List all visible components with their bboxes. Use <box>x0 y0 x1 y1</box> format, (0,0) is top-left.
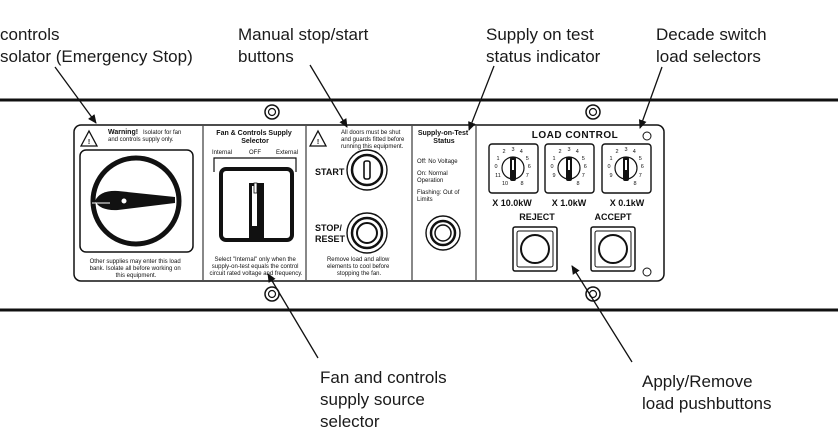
fan-selector-title: Fan & Controls Supply Selector <box>216 130 293 145</box>
dial-label-10kw: X 10.0kW <box>492 198 532 208</box>
arrow-manual-buttons <box>309 64 348 128</box>
screw-icon <box>585 104 601 120</box>
indicator-dot <box>642 131 652 141</box>
stop-reset-label: STOP/ RESET <box>315 223 346 244</box>
callout-isolator: controls solator (Emergency Stop) <box>0 25 193 66</box>
status-legend: Off: No Voltage On: Normal Operation Fla… <box>417 159 461 203</box>
start-button[interactable] <box>346 149 388 191</box>
screw-icon <box>264 286 280 302</box>
load-control-title: LOAD CONTROL <box>532 130 619 141</box>
selector-bracket <box>213 157 297 172</box>
supply-status-indicator <box>425 215 461 251</box>
reject-label: REJECT <box>519 212 555 222</box>
indicator-dot <box>642 267 652 277</box>
arrow-fan-selector <box>267 273 319 359</box>
start-label: START <box>315 167 345 177</box>
screw-icon <box>585 286 601 302</box>
dial-label-1kw: X 1.0kW <box>552 198 587 208</box>
callout-load-pushbuttons: Apply/Remove load pushbuttons <box>642 372 772 413</box>
arrow-supply-test <box>468 65 495 131</box>
svg-text:234 15 06 97: 234 15 06 97 8 <box>550 147 588 187</box>
position-external: External <box>276 150 298 156</box>
fan-selector-note: Select "Internal" only when the supply-o… <box>210 257 303 277</box>
arrow-load-pushbuttons <box>571 265 633 363</box>
arrow-isolator <box>54 66 97 124</box>
reject-button[interactable] <box>512 226 558 272</box>
arrow-decade-switch <box>638 66 663 129</box>
svg-text:!: ! <box>317 139 319 146</box>
doors-warning-text: All doors must be shut and guards fitted… <box>341 130 406 150</box>
status-title: Supply-on-Test Status <box>418 130 470 145</box>
svg-text:234 15 06 97: 234 15 06 97 8 <box>607 147 645 187</box>
isolator-switch[interactable] <box>79 149 194 253</box>
svg-text:234 15 06 11: 234 15 06 117 108 <box>494 147 532 187</box>
screw-icon <box>264 104 280 120</box>
callout-manual-buttons: Manual stop/start buttons <box>238 25 373 66</box>
warning-title: Warning! <box>108 129 138 136</box>
warning-triangle-icon: ! <box>79 129 99 147</box>
callout-fan-selector: Fan and controls supply source selector <box>320 368 451 431</box>
svg-text:!: ! <box>88 139 90 146</box>
position-off: OFF <box>249 150 261 156</box>
warning-triangle-icon: ! <box>308 129 328 147</box>
position-internal: Internal <box>212 150 232 156</box>
callout-supply-test: Supply on test status indicator <box>486 25 601 66</box>
accept-label: ACCEPT <box>594 212 632 222</box>
stop-note: Remove load and allow elements to cool b… <box>327 257 391 277</box>
dial-label-0-1kw: X 0.1kW <box>610 198 645 208</box>
isolator-note: Other supplies may enter this load bank.… <box>90 259 183 279</box>
callout-decade-switch: Decade switch load selectors <box>656 25 771 66</box>
stop-reset-button[interactable] <box>346 212 388 254</box>
fan-supply-selector-switch[interactable] <box>219 167 294 242</box>
warning-text: Isolator for fan and controls supply onl… <box>108 130 183 143</box>
accept-button[interactable] <box>590 226 636 272</box>
